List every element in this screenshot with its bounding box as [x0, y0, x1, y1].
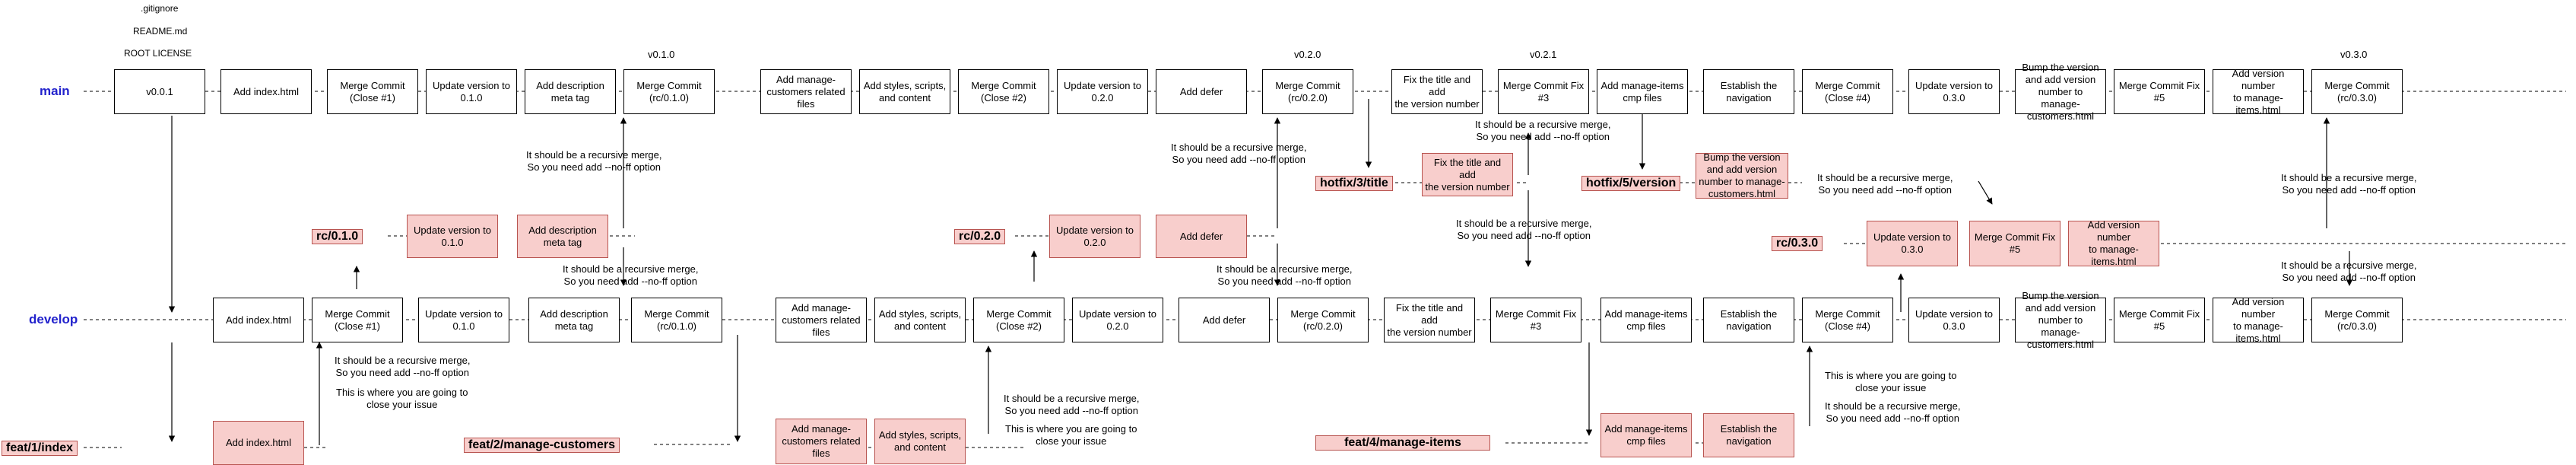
file-gitignore: .gitignore — [141, 3, 179, 14]
note-close-issue: This is where you are going to close you… — [336, 387, 468, 410]
note-recursive-merge: It should be a recursive merge, So you n… — [526, 149, 662, 173]
main-commit[interactable]: Bump the version and add version number … — [2015, 62, 2106, 122]
main-commit[interactable]: Add version number to manage- items.html — [2213, 68, 2304, 116]
develop-commit[interactable]: Update version to 0.1.0 — [418, 298, 509, 342]
main-commit[interactable]: Merge Commit (rc/0.2.0) — [1262, 69, 1353, 114]
main-commit[interactable]: Add description meta tag — [525, 69, 616, 114]
branch-tag-feat1[interactable]: feat/1/index — [2, 441, 78, 456]
main-commit[interactable]: Fix the title and add the version number — [1391, 69, 1483, 114]
rc030-commit[interactable]: Merge Commit Fix #5 — [1969, 221, 2060, 266]
version-label: v0.1.0 — [648, 49, 675, 60]
develop-commit[interactable]: Merge Commit (Close #4) — [1802, 298, 1893, 342]
main-commit[interactable]: Add styles, scripts, and content — [859, 69, 950, 114]
branch-tag-feat4[interactable]: feat/4/manage-items — [1315, 435, 1490, 451]
note-close-issue: This is where you are going to close you… — [1825, 370, 1957, 393]
feat2-commit[interactable]: Add styles, scripts, and content — [874, 419, 966, 464]
main-commit[interactable]: Merge Commit Fix #3 — [1498, 69, 1589, 114]
develop-commit[interactable]: Add index.html — [213, 298, 304, 342]
main-commit[interactable]: Update version to 0.1.0 — [426, 69, 517, 114]
branch-tag-hotfix5[interactable]: hotfix/5/version — [1581, 176, 1681, 191]
rc010-commit[interactable]: Update version to 0.1.0 — [407, 215, 498, 258]
rc020-commit[interactable]: Update version to 0.2.0 — [1049, 215, 1140, 258]
note-recursive-merge: It should be a recursive merge, So you n… — [1825, 400, 1961, 424]
feat2-commit[interactable]: Add manage- customers related files — [776, 419, 867, 464]
note-recursive-merge: It should be a recursive merge, So you n… — [1217, 263, 1353, 287]
rc030-commit[interactable]: Add version number to manage- items.html — [2068, 219, 2159, 267]
develop-commit[interactable]: Merge Commit Fix #3 — [1490, 298, 1581, 342]
develop-commit[interactable]: Merge Commit (rc/0.3.0) — [2311, 298, 2403, 342]
main-commit[interactable]: Merge Commit (rc/0.3.0) — [2311, 69, 2403, 114]
develop-commit[interactable]: Establish the navigation — [1703, 298, 1794, 342]
develop-commit[interactable]: Update version to 0.3.0 — [1908, 298, 2000, 342]
branch-tag-hotfix3[interactable]: hotfix/3/title — [1315, 176, 1393, 191]
note-recursive-merge: It should be a recursive merge, So you n… — [2281, 260, 2417, 283]
rc030-commit[interactable]: Update version to 0.3.0 — [1867, 221, 1958, 266]
note-recursive-merge: It should be a recursive merge, So you n… — [1456, 218, 1592, 241]
hotfix5-commit[interactable]: Bump the version and add version number … — [1696, 151, 1788, 199]
hotfix3-commit[interactable]: Fix the title and add the version number — [1422, 153, 1513, 196]
develop-commit[interactable]: Merge Commit (rc/0.2.0) — [1277, 298, 1369, 342]
branch-tag-rc030[interactable]: rc/0.3.0 — [1772, 236, 1823, 251]
feat1-commit[interactable]: Add index.html — [213, 421, 304, 465]
feat4-commit[interactable]: Establish the navigation — [1703, 413, 1794, 457]
main-commit[interactable]: Update version to 0.2.0 — [1057, 69, 1148, 114]
main-commit[interactable]: Merge Commit (Close #1) — [327, 69, 418, 114]
develop-commit[interactable]: Add version number to manage- items.html — [2213, 296, 2304, 344]
rc010-commit[interactable]: Add description meta tag — [517, 215, 608, 258]
develop-commit[interactable]: Merge Commit (Close #2) — [973, 298, 1064, 342]
develop-commit[interactable]: Fix the title and add the version number — [1384, 298, 1475, 342]
main-commit[interactable]: Add manage- customers related files — [760, 69, 852, 114]
develop-commit[interactable]: Add manage- customers related files — [776, 298, 867, 342]
version-label: v0.2.1 — [1530, 49, 1557, 60]
develop-commit[interactable]: Add styles, scripts, and content — [874, 298, 966, 342]
develop-commit[interactable]: Add defer — [1179, 298, 1270, 342]
main-commit[interactable]: Add defer — [1156, 69, 1247, 114]
note-recursive-merge: It should be a recursive merge, So you n… — [1004, 393, 1140, 416]
note-recursive-merge: It should be a recursive merge, So you n… — [563, 263, 699, 287]
version-label: v0.3.0 — [2340, 49, 2368, 60]
branch-tag-feat2[interactable]: feat/2/manage-customers — [464, 438, 620, 453]
branch-tag-rc020[interactable]: rc/0.2.0 — [954, 229, 1006, 244]
rc020-commit[interactable]: Add defer — [1156, 215, 1247, 258]
main-commit[interactable]: Add manage-items cmp files — [1597, 69, 1688, 114]
main-commit[interactable]: Establish the navigation — [1703, 69, 1794, 114]
main-commit[interactable]: Merge Commit (Close #2) — [958, 69, 1049, 114]
branch-tag-rc010[interactable]: rc/0.1.0 — [312, 229, 363, 244]
develop-commit[interactable]: Merge Commit (rc/0.1.0) — [631, 298, 722, 342]
note-recursive-merge: It should be a recursive merge, So you n… — [1171, 142, 1307, 165]
develop-commit[interactable]: Add description meta tag — [528, 298, 620, 342]
main-commit[interactable]: Add index.html — [220, 69, 312, 114]
lane-label-main: main — [40, 84, 70, 98]
arrow-hotfix5-to-develop — [1978, 180, 1993, 205]
note-recursive-merge: It should be a recursive merge, So you n… — [2281, 172, 2417, 196]
main-commit[interactable]: Merge Commit (Close #4) — [1802, 69, 1893, 114]
version-label: v0.2.0 — [1294, 49, 1321, 60]
develop-commit[interactable]: Merge Commit (Close #1) — [312, 298, 403, 342]
develop-commit[interactable]: Merge Commit Fix #5 — [2114, 298, 2205, 342]
note-recursive-merge: It should be a recursive merge, So you n… — [335, 355, 471, 378]
main-commit[interactable]: Update version to 0.3.0 — [1908, 69, 2000, 114]
main-commit[interactable]: Merge Commit (rc/0.1.0) — [623, 69, 715, 114]
note-recursive-merge: It should be a recursive merge, So you n… — [1475, 119, 1611, 142]
file-root-license: ROOT LICENSE — [124, 48, 192, 59]
feat4-commit[interactable]: Add manage-items cmp files — [1600, 413, 1692, 457]
develop-commit[interactable]: Add manage-items cmp files — [1600, 298, 1692, 342]
main-commit[interactable]: Merge Commit Fix #5 — [2114, 69, 2205, 114]
note-close-issue: This is where you are going to close you… — [1005, 423, 1137, 447]
file-readme: README.md — [133, 26, 188, 37]
note-recursive-merge: It should be a recursive merge, So you n… — [1817, 172, 1953, 196]
develop-commit[interactable]: Update version to 0.2.0 — [1072, 298, 1163, 342]
develop-commit[interactable]: Bump the version and add version number … — [2015, 290, 2106, 350]
lane-label-develop: develop — [29, 312, 78, 326]
main-commit[interactable]: v0.0.1 — [114, 69, 205, 114]
